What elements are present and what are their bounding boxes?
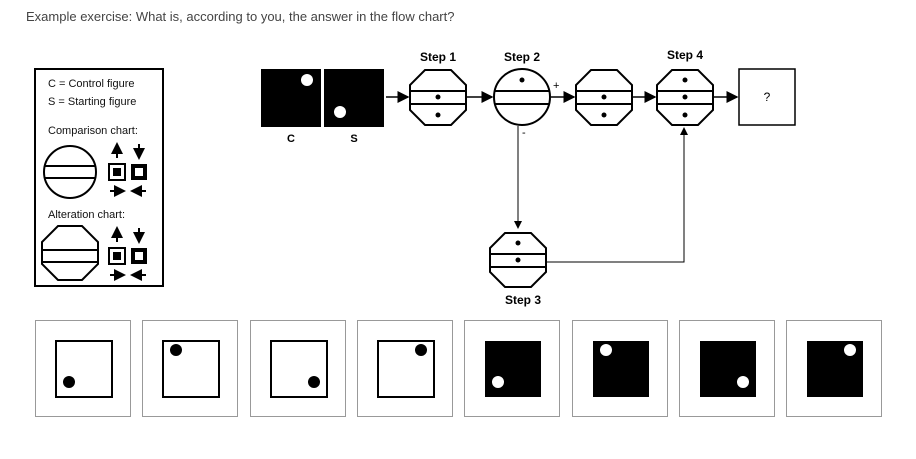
answer-option-1[interactable] <box>35 320 131 417</box>
step3-label: Step 3 <box>505 293 541 307</box>
alteration-octagon-icon <box>41 225 99 281</box>
legend-symbols <box>41 142 147 281</box>
option-dot <box>170 344 182 356</box>
answer-option-figure <box>270 340 328 398</box>
starting-figure <box>324 69 384 127</box>
answer-option-5[interactable] <box>464 320 560 417</box>
option-square <box>270 340 328 398</box>
step4-label: Step 4 <box>667 48 703 62</box>
starting-figure-label: S <box>350 133 357 145</box>
answer-option-figure <box>700 341 756 397</box>
answer-option-figure <box>485 341 541 397</box>
answer-placeholder: ? <box>764 90 771 104</box>
comparison-arrows-icon <box>110 142 146 197</box>
comparison-black-square-icon <box>131 164 147 180</box>
step1-octagon-icon <box>409 69 467 126</box>
minus-label: - <box>522 127 526 139</box>
middle-octagon-icon <box>575 69 633 126</box>
option-square <box>485 341 541 397</box>
answer-option-figure <box>55 340 113 398</box>
alteration-black-square-icon <box>131 248 147 264</box>
answer-option-2[interactable] <box>142 320 238 417</box>
step1-label: Step 1 <box>420 50 456 64</box>
arrow-step3-to-step4 <box>547 127 688 263</box>
step2-label: Step 2 <box>504 50 540 64</box>
answer-option-6[interactable] <box>572 320 668 417</box>
step3-octagon-icon <box>489 232 547 288</box>
alteration-white-square-icon <box>108 247 126 265</box>
answer-option-figure <box>807 341 863 397</box>
step2-circle-icon <box>493 68 551 126</box>
option-dot <box>737 376 749 388</box>
legend-control: C = Control figure <box>48 78 135 90</box>
legend-box: C = Control figure S = Starting figure C… <box>34 68 164 287</box>
control-figure <box>261 69 321 127</box>
option-square <box>55 340 113 398</box>
plus-label: + <box>553 80 559 92</box>
legend-starting: S = Starting figure <box>48 96 137 108</box>
question-text: Example exercise: What is, according to … <box>26 9 455 24</box>
option-dot <box>63 376 75 388</box>
comparison-white-square-icon <box>108 163 126 181</box>
option-dot <box>492 376 504 388</box>
answer-option-figure <box>593 341 649 397</box>
answer-box <box>738 68 796 126</box>
answer-option-figure <box>162 340 220 398</box>
answer-option-7[interactable] <box>679 320 775 417</box>
option-dot <box>600 344 612 356</box>
answer-option-3[interactable] <box>250 320 346 417</box>
option-dot <box>308 376 320 388</box>
step4-octagon-icon <box>656 69 714 126</box>
option-dot <box>415 344 427 356</box>
flow-chart: C S Step 1 Step 2 + - Step 4 <box>261 48 796 307</box>
control-figure-label: C <box>287 133 295 145</box>
answer-option-4[interactable] <box>357 320 453 417</box>
answer-option-8[interactable] <box>786 320 882 417</box>
alteration-chart-title: Alteration chart: <box>48 209 126 221</box>
alteration-arrows-icon <box>110 226 146 281</box>
option-square <box>700 341 756 397</box>
comparison-circle-icon <box>43 145 97 199</box>
comparison-chart-title: Comparison chart: <box>48 125 138 137</box>
answer-option-figure <box>377 340 435 398</box>
option-dot <box>844 344 856 356</box>
